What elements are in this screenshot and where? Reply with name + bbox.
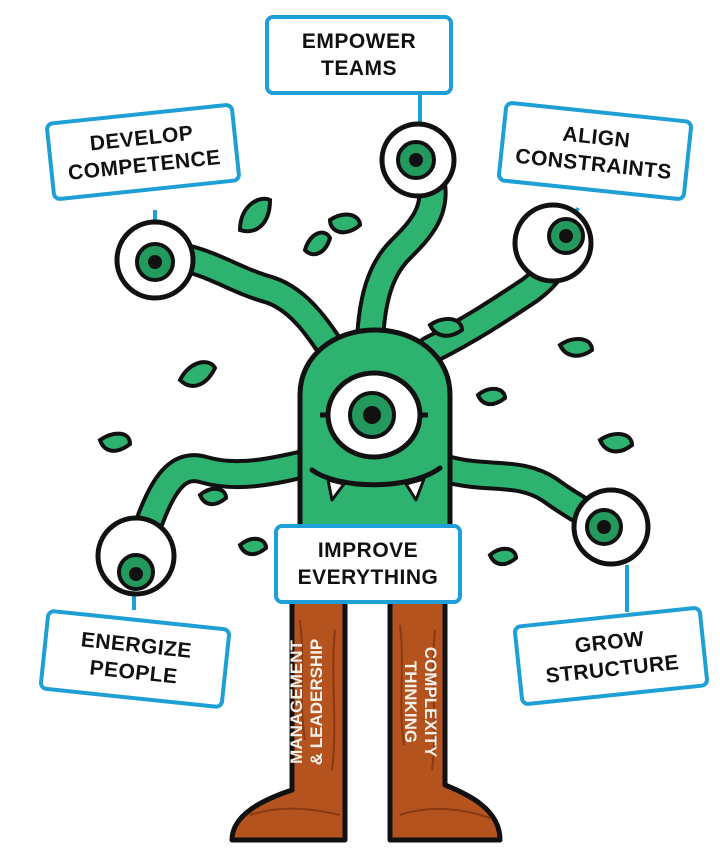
node-empower-teams: EMPOWER TEAMS <box>265 15 453 95</box>
leaves <box>97 196 635 567</box>
eye-align <box>512 202 594 284</box>
node-label: EMPOWER TEAMS <box>301 30 417 80</box>
leg-label-right: COMPLEXITY THINKING <box>401 646 440 758</box>
eyes <box>95 121 651 597</box>
eye-grow <box>571 487 651 567</box>
node-label: ENERGIZE PEOPLE <box>79 628 193 689</box>
node-label: DEVELOP COMPETENCE <box>67 121 222 185</box>
center-label: IMPROVE EVERYTHING <box>297 539 439 589</box>
eye-body <box>320 370 428 460</box>
eye-develop <box>114 219 196 301</box>
legs <box>229 597 503 843</box>
mouth <box>309 465 443 502</box>
node-label: GROW STRUCTURE <box>544 627 681 688</box>
node-label: ALIGN CONSTRAINTS <box>514 122 673 185</box>
eye-empower <box>379 121 457 199</box>
right-leg <box>387 597 503 843</box>
leg-label-left: MANAGEMENT & LEADERSHIP <box>287 638 326 766</box>
eye-energize <box>95 515 177 597</box>
left-leg <box>229 597 348 843</box>
node-improve-everything: IMPROVE EVERYTHING <box>274 524 462 604</box>
